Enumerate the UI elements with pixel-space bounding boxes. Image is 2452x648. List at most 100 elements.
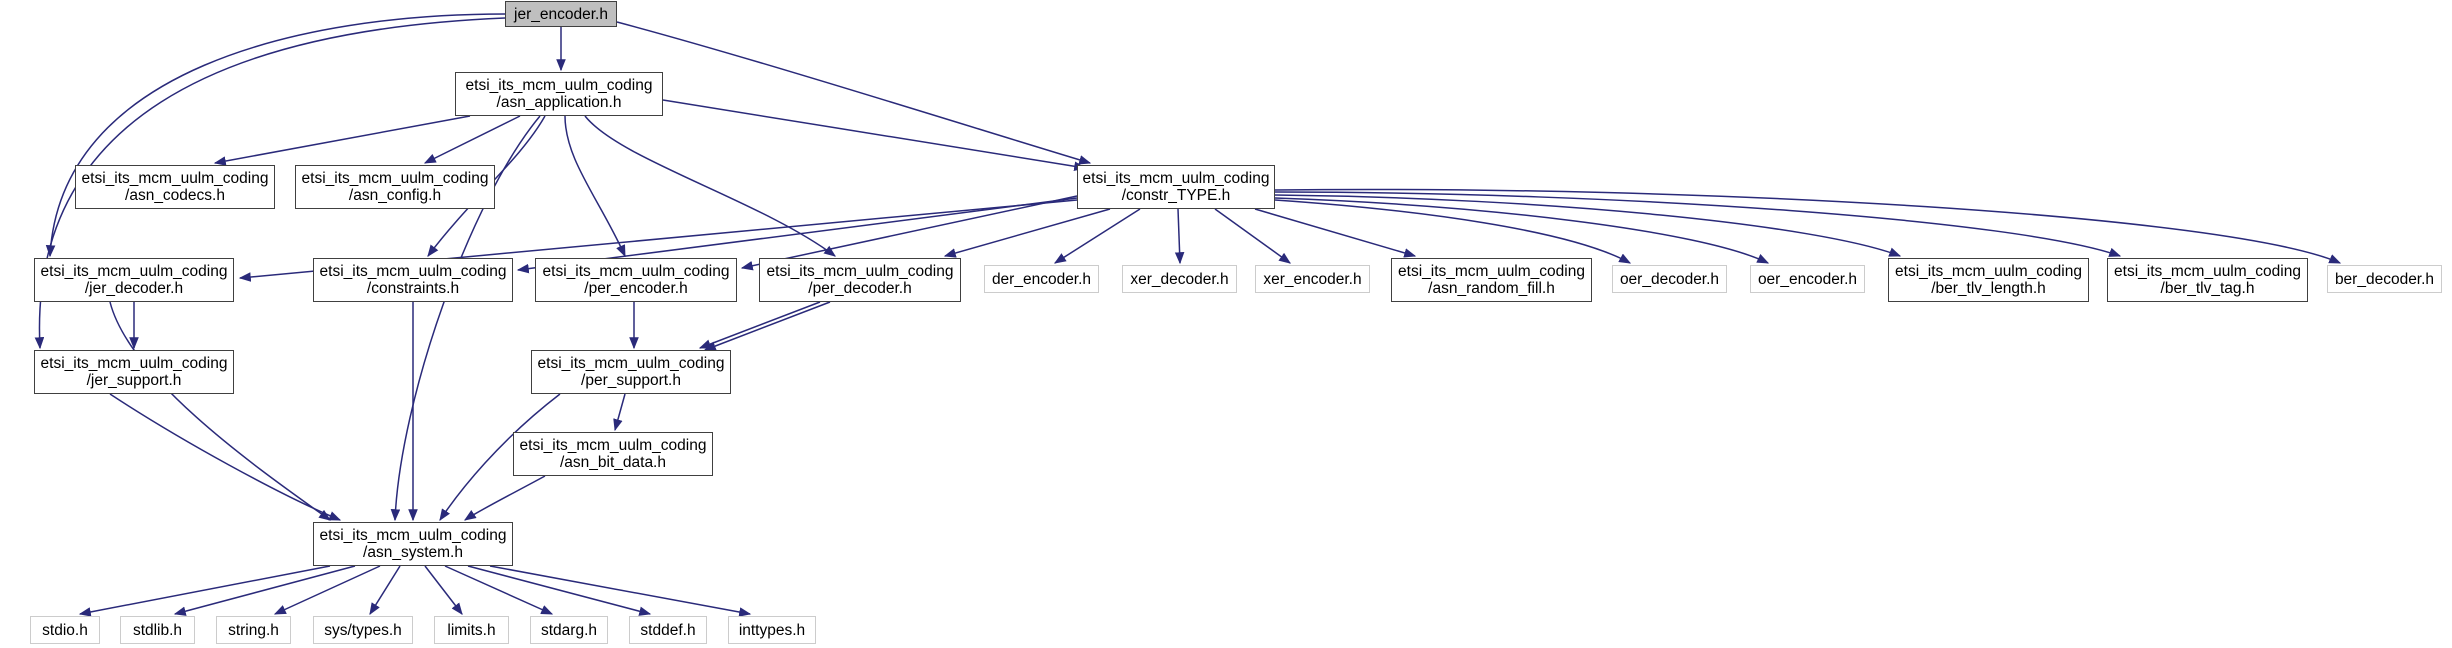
node-label: stdio.h <box>42 621 88 639</box>
edge-per_decoder-to-per_support <box>703 301 831 351</box>
node-asn_application[interactable]: etsi_its_mcm_uulm_coding/asn_application… <box>455 72 663 116</box>
edge-constr_TYPE-to-xer_encoder <box>1214 208 1291 264</box>
node-label: oer_encoder.h <box>1757 270 1858 288</box>
node-label: etsi_its_mcm_uulm_coding <box>1082 170 1270 187</box>
edge-asn_application-to-asn_config <box>423 115 521 164</box>
edge-constr_TYPE-to-per_decoder <box>943 208 1111 258</box>
node-constraints[interactable]: etsi_its_mcm_uulm_coding/constraints.h <box>313 258 513 302</box>
node-xer_encoder[interactable]: xer_encoder.h <box>1255 265 1370 293</box>
edge-constr_TYPE-to-asn_random_fill <box>1254 208 1417 258</box>
node-label: /ber_tlv_tag.h <box>2160 280 2255 297</box>
node-label: etsi_its_mcm_uulm_coding <box>537 355 725 372</box>
node-label: etsi_its_mcm_uulm_coding <box>766 263 954 280</box>
node-label: limits.h <box>447 621 496 639</box>
node-stdarg[interactable]: stdarg.h <box>530 616 608 644</box>
node-sys_types[interactable]: sys/types.h <box>313 616 413 644</box>
edge-asn_application-to-constr_TYPE <box>662 99 1087 172</box>
node-label: /jer_decoder.h <box>84 280 184 297</box>
node-label: /asn_random_fill.h <box>1428 280 1555 297</box>
node-label: etsi_its_mcm_uulm_coding <box>40 355 228 372</box>
node-label: inttypes.h <box>738 621 806 639</box>
node-label: /asn_codecs.h <box>125 187 225 204</box>
edge-constr_TYPE-to-oer_encoder <box>1274 197 1770 264</box>
edge-jer_encoder-to-jer_decoder <box>45 13 506 258</box>
edge-jer_encoder-to-constr_TYPE <box>616 21 1092 165</box>
node-label: /ber_tlv_length.h <box>1931 280 2046 297</box>
node-xer_decoder[interactable]: xer_decoder.h <box>1122 265 1237 293</box>
edge-asn_system-to-inttypes <box>489 565 752 617</box>
node-label: /per_support.h <box>581 372 681 389</box>
node-jer_support[interactable]: etsi_its_mcm_uulm_coding/jer_support.h <box>34 350 234 394</box>
node-jer_decoder[interactable]: etsi_its_mcm_uulm_coding/jer_decoder.h <box>34 258 234 302</box>
node-stdio[interactable]: stdio.h <box>30 616 100 644</box>
edge-asn_application-to-per_encoder <box>564 115 626 258</box>
node-label: /per_decoder.h <box>808 280 912 297</box>
edge-asn_system-to-stddef <box>467 565 652 616</box>
node-label: xer_decoder.h <box>1130 270 1229 288</box>
node-label: stdarg.h <box>540 621 597 639</box>
node-asn_config[interactable]: etsi_its_mcm_uulm_coding/asn_config.h <box>295 165 495 209</box>
edge-constr_TYPE-to-ber_tlv_tag <box>1274 191 2122 257</box>
node-label: etsi_its_mcm_uulm_coding <box>465 77 653 94</box>
node-label: jer_encoder.h <box>514 5 608 23</box>
node-string[interactable]: string.h <box>216 616 291 644</box>
node-label: der_encoder.h <box>991 270 1092 288</box>
node-stdlib[interactable]: stdlib.h <box>120 616 195 644</box>
edge-constr_TYPE-to-ber_decoder <box>1274 188 2342 264</box>
node-label: xer_encoder.h <box>1263 270 1362 288</box>
node-asn_codecs[interactable]: etsi_its_mcm_uulm_coding/asn_codecs.h <box>75 165 275 209</box>
node-label: /per_encoder.h <box>584 280 688 297</box>
node-inttypes[interactable]: inttypes.h <box>728 616 816 644</box>
node-label: etsi_its_mcm_uulm_coding <box>319 527 507 544</box>
edge-asn_application-to-per_decoder <box>584 115 836 257</box>
edge-jer_support-to-asn_system <box>109 393 342 521</box>
node-asn_random_fill[interactable]: etsi_its_mcm_uulm_coding/asn_random_fill… <box>1391 258 1592 302</box>
edge-constr_TYPE-to-xer_decoder <box>1174 208 1185 265</box>
node-label: etsi_its_mcm_uulm_coding <box>319 263 507 280</box>
node-ber_decoder[interactable]: ber_decoder.h <box>2327 265 2442 293</box>
node-label: ber_decoder.h <box>2334 270 2435 288</box>
node-oer_decoder[interactable]: oer_decoder.h <box>1612 265 1727 293</box>
node-ber_tlv_length[interactable]: etsi_its_mcm_uulm_coding/ber_tlv_length.… <box>1888 258 2089 302</box>
edge-asn_system-to-stdio <box>78 565 331 617</box>
node-der_encoder[interactable]: der_encoder.h <box>984 265 1099 293</box>
node-label: /asn_config.h <box>348 187 442 204</box>
node-label: /asn_system.h <box>363 544 463 561</box>
edge-asn_system-to-string <box>273 565 381 615</box>
node-label: etsi_its_mcm_uulm_coding <box>1895 263 2082 280</box>
node-label: /jer_support.h <box>86 372 182 389</box>
edge-asn_system-to-stdlib <box>173 565 356 616</box>
node-stddef[interactable]: stddef.h <box>629 616 707 644</box>
node-asn_bit_data[interactable]: etsi_its_mcm_uulm_coding/asn_bit_data.h <box>513 432 713 476</box>
node-label: stddef.h <box>640 621 696 639</box>
node-label: stdlib.h <box>132 621 183 639</box>
node-label: etsi_its_mcm_uulm_coding <box>301 170 489 187</box>
node-per_encoder[interactable]: etsi_its_mcm_uulm_coding/per_encoder.h <box>535 258 737 302</box>
node-label: etsi_its_mcm_uulm_coding <box>81 170 269 187</box>
edge-asn_system-to-limits <box>424 565 463 615</box>
edge-asn_application-to-asn_codecs <box>213 115 471 166</box>
edge-asn_system-to-sys_types <box>369 565 401 616</box>
node-label: etsi_its_mcm_uulm_coding <box>1398 263 1585 280</box>
node-label: /asn_bit_data.h <box>559 454 666 471</box>
node-jer_encoder[interactable]: jer_encoder.h <box>505 1 617 27</box>
node-limits[interactable]: limits.h <box>434 616 509 644</box>
node-label: /asn_application.h <box>496 94 622 111</box>
edge-constr_TYPE-to-ber_tlv_length <box>1274 194 1902 257</box>
edge-per_support-to-asn_bit_data <box>613 393 626 432</box>
edge-per_decoder-to-per_support <box>698 301 821 349</box>
node-label: etsi_its_mcm_uulm_coding <box>542 263 730 280</box>
node-label: /constraints.h <box>366 280 460 297</box>
node-label: sys/types.h <box>324 621 402 639</box>
node-asn_system[interactable]: etsi_its_mcm_uulm_coding/asn_system.h <box>313 522 513 566</box>
node-ber_tlv_tag[interactable]: etsi_its_mcm_uulm_coding/ber_tlv_tag.h <box>2107 258 2308 302</box>
node-per_support[interactable]: etsi_its_mcm_uulm_coding/per_support.h <box>531 350 731 394</box>
node-oer_encoder[interactable]: oer_encoder.h <box>1750 265 1865 293</box>
edge-asn_system-to-stdarg <box>444 565 554 615</box>
node-per_decoder[interactable]: etsi_its_mcm_uulm_coding/per_decoder.h <box>759 258 961 302</box>
node-label: etsi_its_mcm_uulm_coding <box>2114 263 2301 280</box>
node-label: string.h <box>228 621 279 639</box>
node-label: etsi_its_mcm_uulm_coding <box>40 263 228 280</box>
node-constr_TYPE[interactable]: etsi_its_mcm_uulm_coding/constr_TYPE.h <box>1077 165 1275 209</box>
